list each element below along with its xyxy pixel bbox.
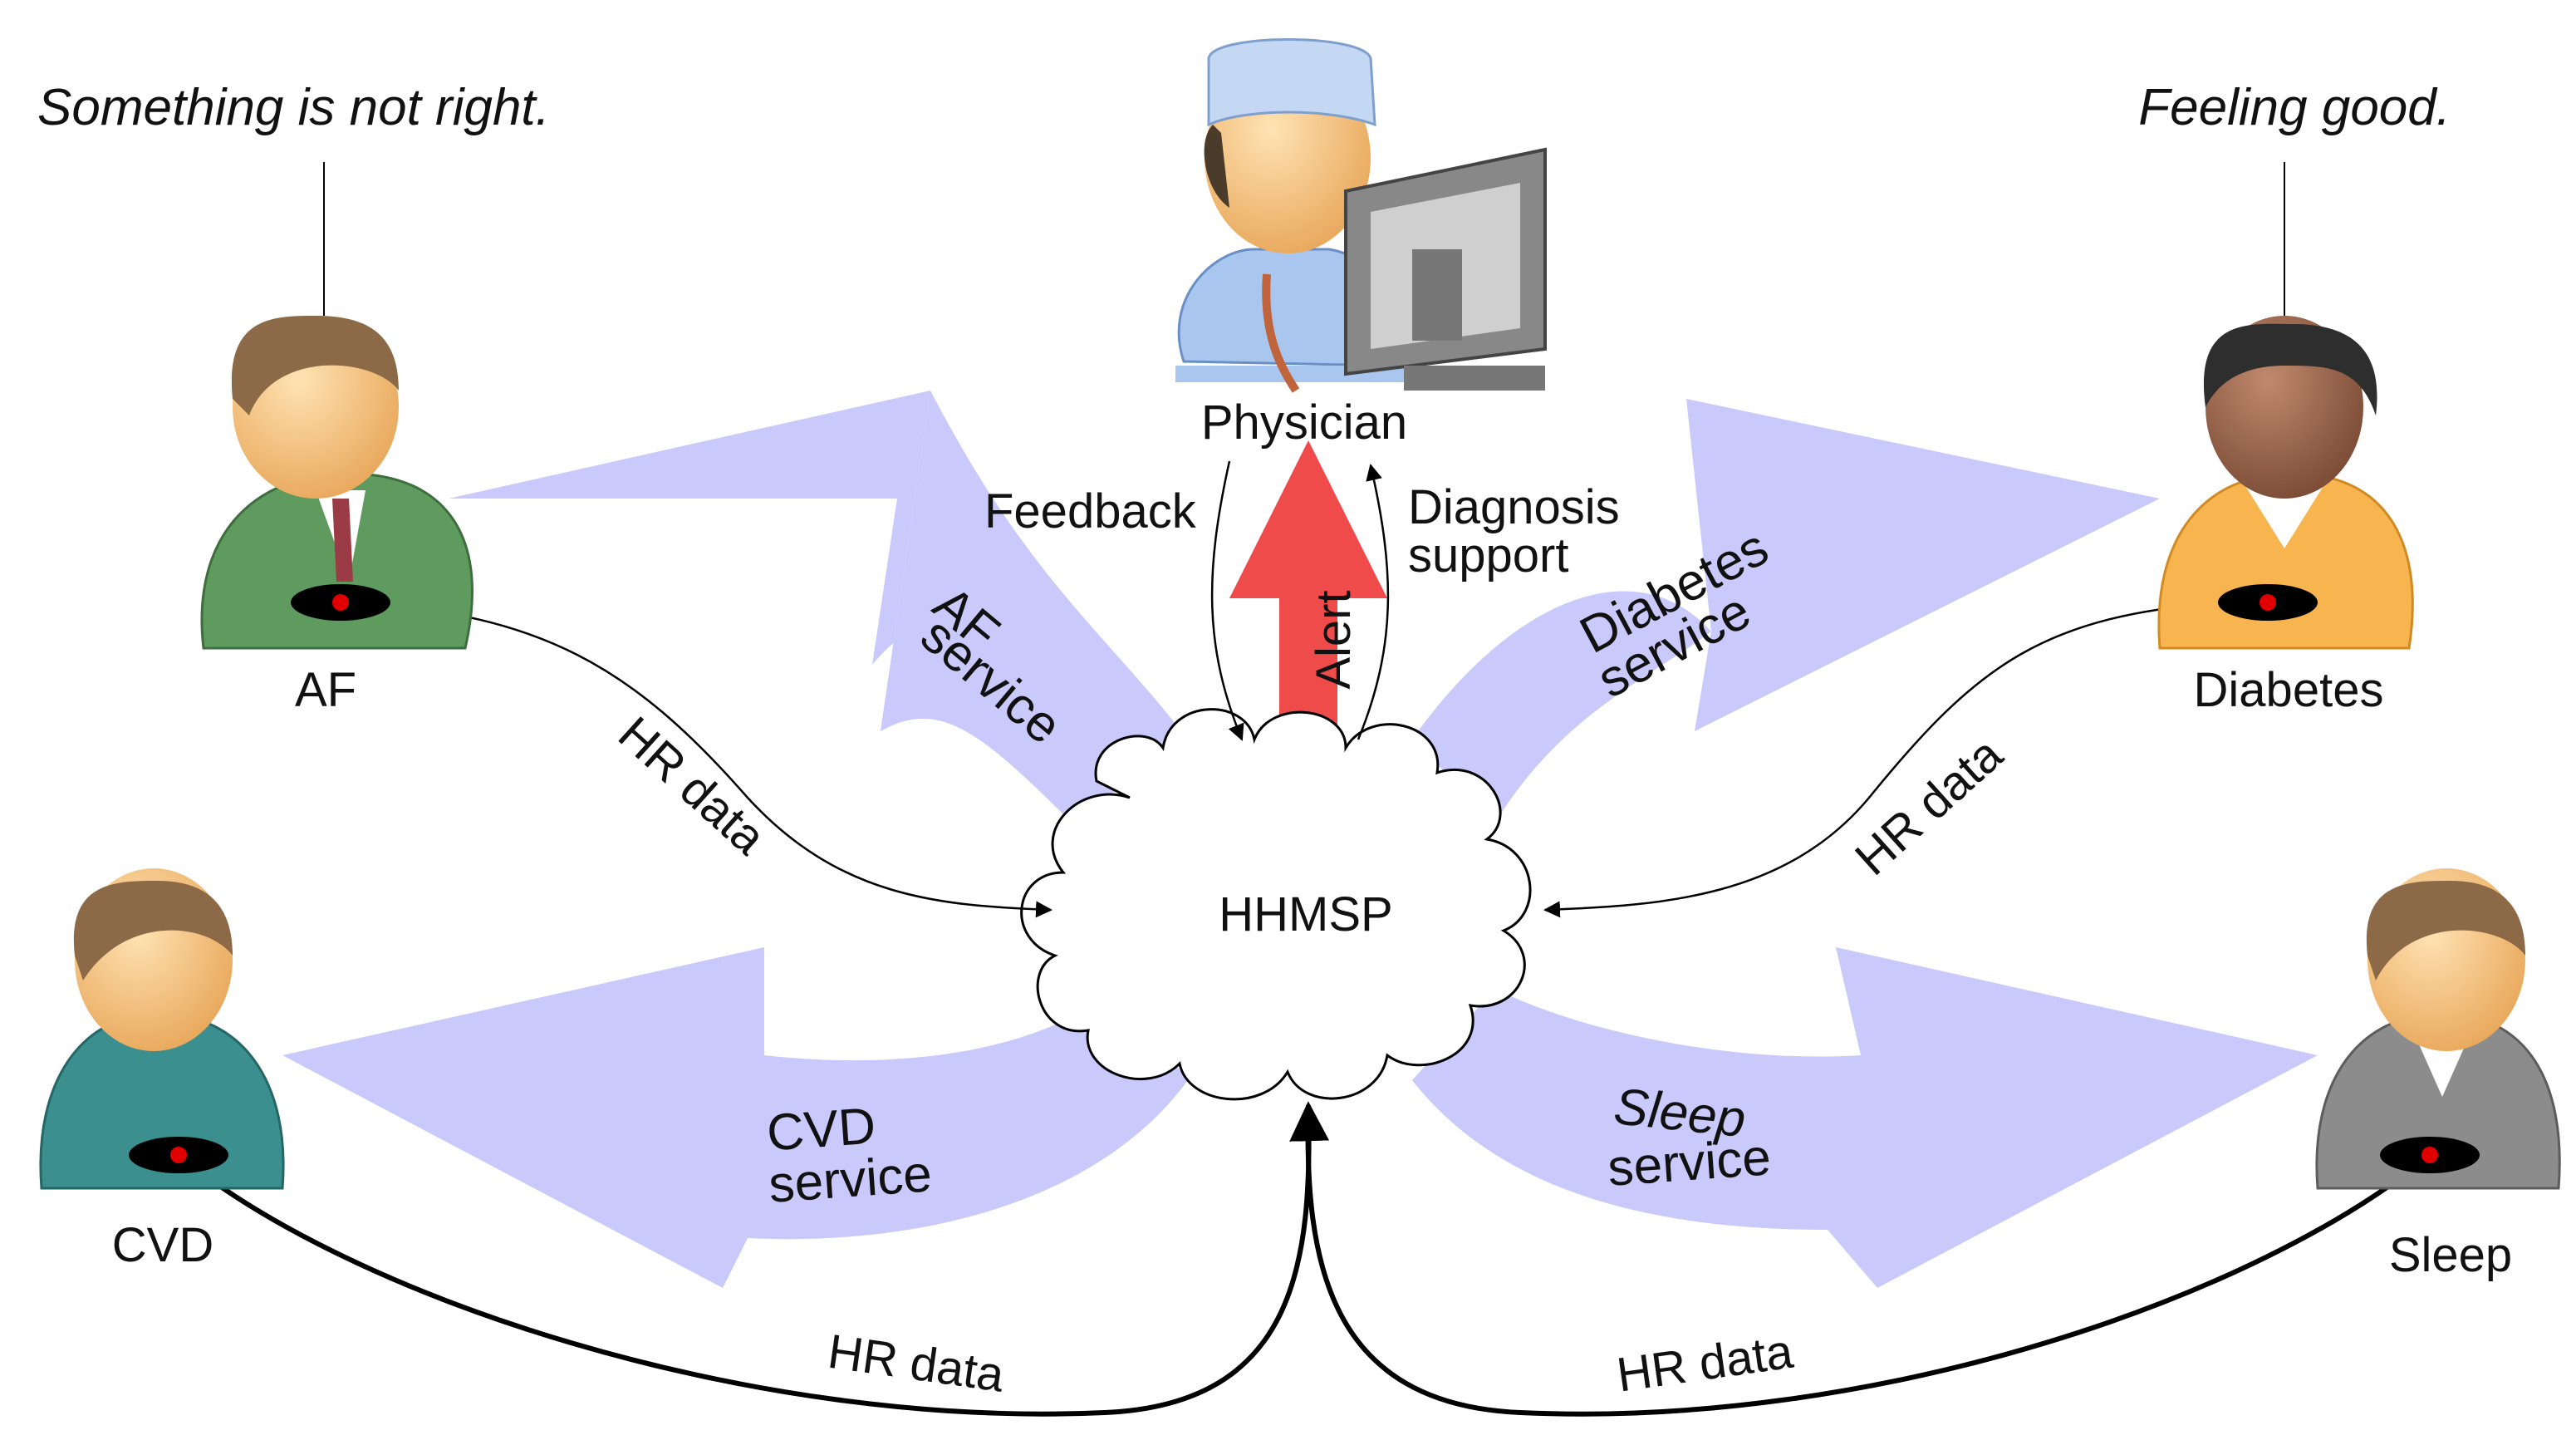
diagnosis-label-2: support xyxy=(1408,528,1568,582)
sleep-person xyxy=(2315,868,2561,1190)
feedback-label: Feedback xyxy=(984,484,1197,538)
diabetes-hr-line xyxy=(1543,601,2227,918)
af-hr-line xyxy=(356,601,1052,918)
quote-left: Something is not right. xyxy=(37,79,550,136)
diabetes-person xyxy=(2157,316,2414,650)
sleep-label: Sleep xyxy=(2389,1228,2512,1282)
diagnosis-label-1: Diagnosis xyxy=(1408,480,1620,534)
alert-arrow xyxy=(1229,440,1387,748)
hub-label: HHMSP xyxy=(1219,887,1392,941)
af-person xyxy=(200,316,473,650)
connectors xyxy=(177,162,2431,1417)
hhmsp-cloud xyxy=(1020,708,1532,1101)
physician-figure xyxy=(1175,38,1547,393)
monitor-icon xyxy=(1344,147,1547,391)
sleep-service-label-1: Sleep xyxy=(1612,1078,1749,1148)
af-label: AF xyxy=(295,663,356,717)
sleep-hr-line xyxy=(1305,1104,2431,1417)
quote-right: Feeling good. xyxy=(2138,79,2451,136)
feedback-line xyxy=(1210,460,1244,741)
diagnosis-line xyxy=(1357,464,1390,740)
cvd-person xyxy=(39,868,285,1190)
sleep-hr-data-label: HR data xyxy=(1613,1325,1796,1403)
sleep-service-label-2: service xyxy=(1606,1128,1773,1197)
sleep-service-arrow xyxy=(1412,947,2318,1288)
diabetes-label: Diabetes xyxy=(2194,663,2384,717)
physician-label: Physician xyxy=(1201,396,1407,450)
service-arrows xyxy=(282,391,2318,1288)
cvd-hr-data-label: HR data xyxy=(825,1325,1008,1403)
alert-label: Alert xyxy=(1307,590,1361,689)
diabetes-service-arrow xyxy=(1412,399,2160,823)
diabetes-hr-data-label: HR data xyxy=(1845,727,2013,886)
cvd-service-label-2: service xyxy=(767,1145,934,1214)
cvd-hr-line xyxy=(177,1101,1330,1417)
cvd-service-arrow xyxy=(282,947,1188,1288)
cvd-label: CVD xyxy=(112,1218,213,1272)
cvd-service-label-1: CVD xyxy=(765,1098,877,1162)
af-service-arrow-body xyxy=(881,391,1188,823)
af-hr-data-label: HR data xyxy=(608,706,776,865)
